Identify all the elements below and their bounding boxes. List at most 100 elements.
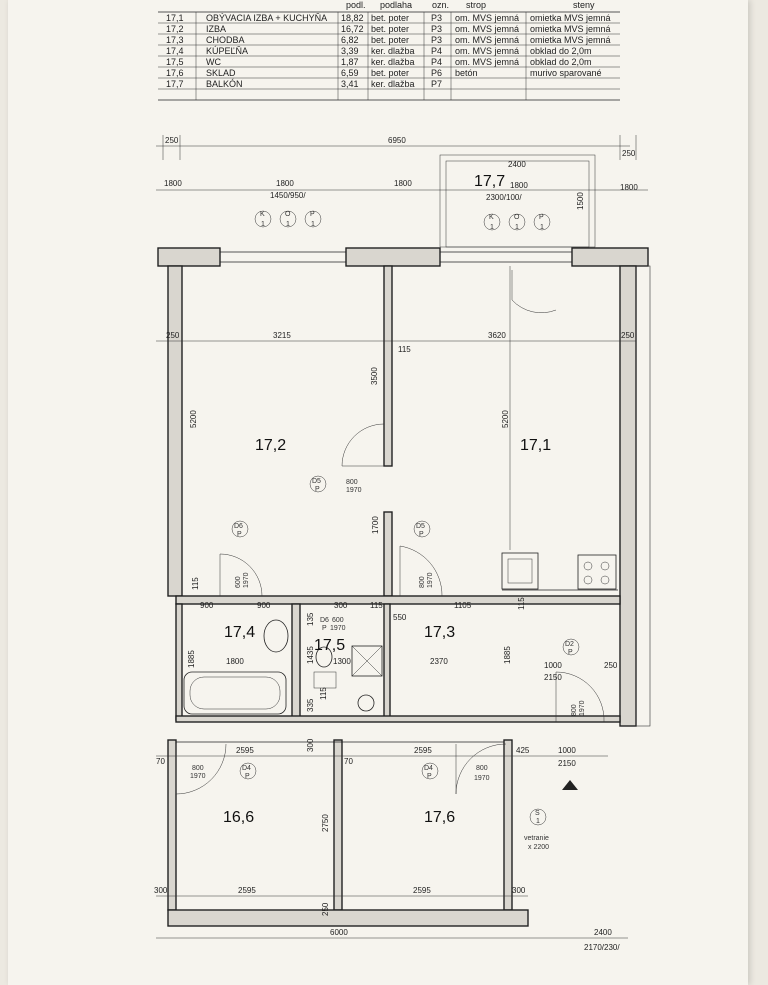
svg-text:P: P bbox=[237, 531, 242, 538]
svg-text:1105: 1105 bbox=[454, 601, 472, 610]
svg-text:550: 550 bbox=[393, 613, 407, 622]
svg-text:5200: 5200 bbox=[189, 410, 198, 428]
svg-text:omietka MVS jemná: omietka MVS jemná bbox=[530, 13, 611, 23]
svg-text:P: P bbox=[427, 773, 432, 780]
svg-text:P: P bbox=[310, 211, 315, 218]
svg-text:17,6: 17,6 bbox=[166, 68, 184, 78]
svg-text:3,39: 3,39 bbox=[341, 46, 359, 56]
svg-text:6,59: 6,59 bbox=[341, 68, 359, 78]
bathroom-fixtures bbox=[183, 619, 383, 715]
svg-text:18,82: 18,82 bbox=[341, 13, 364, 23]
svg-text:1970: 1970 bbox=[427, 572, 434, 588]
svg-text:P: P bbox=[539, 214, 544, 221]
svg-text:1: 1 bbox=[515, 224, 519, 231]
table-row: 17,7 BALKÓN 3,41 ker. dlažba P7 bbox=[166, 79, 442, 89]
ventilation-note: S 1 vetranie x 2200 bbox=[524, 808, 549, 851]
svg-text:IZBA: IZBA bbox=[206, 24, 226, 34]
svg-text:D6: D6 bbox=[234, 523, 243, 530]
svg-text:x 2200: x 2200 bbox=[528, 844, 549, 851]
svg-text:1885: 1885 bbox=[187, 650, 196, 668]
window-tags-right: K O P 1 1 1 bbox=[483, 213, 551, 231]
svg-text:115: 115 bbox=[191, 577, 200, 590]
svg-text:P: P bbox=[419, 531, 424, 538]
svg-text:om. MVS jemná: om. MVS jemná bbox=[455, 57, 519, 67]
room-label-bedroom: 17,2 bbox=[255, 437, 286, 454]
svg-text:2370: 2370 bbox=[430, 657, 448, 666]
svg-text:1970: 1970 bbox=[579, 700, 586, 716]
svg-text:OBÝVACIA IZBA + KUCHYŇA: OBÝVACIA IZBA + KUCHYŇA bbox=[206, 13, 327, 23]
svg-text:3500: 3500 bbox=[370, 367, 379, 385]
svg-text:800: 800 bbox=[419, 576, 426, 588]
svg-text:D4: D4 bbox=[242, 765, 251, 772]
svg-text:vetranie: vetranie bbox=[524, 835, 549, 842]
drawing-sheet: podl. podlaha ozn. strop steny 17,1 OBÝV… bbox=[8, 0, 748, 985]
table-row: 17,4 KÚPEĽŇA 3,39 ker. dlažba P4 om. MVS… bbox=[166, 46, 592, 56]
svg-text:P7: P7 bbox=[431, 79, 442, 89]
svg-text:600: 600 bbox=[235, 576, 242, 588]
table-row: 17,3 CHODBA 6,82 bet. poter P3 om. MVS j… bbox=[166, 35, 611, 45]
room-schedule-table: podl. podlaha ozn. strop steny 17,1 OBÝV… bbox=[158, 0, 620, 101]
facade-edge bbox=[635, 265, 651, 727]
svg-text:17,2: 17,2 bbox=[166, 24, 184, 34]
svg-text:1: 1 bbox=[311, 221, 315, 228]
room-label-wc: 17,5 bbox=[314, 637, 345, 654]
svg-text:800: 800 bbox=[192, 765, 204, 772]
svg-text:BALKÓN: BALKÓN bbox=[206, 79, 243, 89]
svg-text:P6: P6 bbox=[431, 68, 442, 78]
svg-text:ker. dlažba: ker. dlažba bbox=[371, 57, 415, 67]
svg-text:P: P bbox=[245, 773, 250, 780]
svg-text:obklad do 2,0m: obklad do 2,0m bbox=[530, 46, 592, 56]
svg-text:6,82: 6,82 bbox=[341, 35, 359, 45]
svg-text:115: 115 bbox=[398, 345, 411, 354]
svg-text:900: 900 bbox=[257, 601, 271, 610]
svg-text:1970: 1970 bbox=[330, 625, 346, 632]
svg-text:1800: 1800 bbox=[620, 183, 638, 192]
svg-text:1500: 1500 bbox=[576, 192, 585, 210]
svg-text:135: 135 bbox=[306, 612, 315, 626]
svg-text:2150: 2150 bbox=[558, 759, 576, 768]
svg-text:1700: 1700 bbox=[371, 516, 380, 534]
svg-text:O: O bbox=[285, 211, 291, 218]
svg-text:250: 250 bbox=[621, 331, 635, 340]
room-label-living: 17,1 bbox=[520, 437, 551, 454]
svg-text:2595: 2595 bbox=[414, 746, 432, 755]
top-dimensions: 250 6950 250 2400 17,7 1800 2300/100/ 15… bbox=[156, 135, 648, 248]
svg-text:1970: 1970 bbox=[346, 487, 362, 494]
table-row: 17,5 WC 1,87 ker. dlažba P4 om. MVS jemn… bbox=[166, 57, 592, 67]
svg-text:3620: 3620 bbox=[488, 331, 506, 340]
header-code: ozn. bbox=[432, 0, 449, 10]
svg-text:P: P bbox=[568, 649, 573, 656]
svg-text:2300/100/: 2300/100/ bbox=[486, 193, 522, 202]
svg-text:D2: D2 bbox=[565, 641, 574, 648]
svg-text:bet. poter: bet. poter bbox=[371, 68, 409, 78]
svg-text:KÚPEĽŇA: KÚPEĽŇA bbox=[206, 46, 248, 56]
svg-text:1800: 1800 bbox=[394, 179, 412, 188]
svg-text:1435: 1435 bbox=[306, 646, 315, 664]
svg-text:om. MVS jemná: om. MVS jemná bbox=[455, 35, 519, 45]
svg-text:P: P bbox=[322, 625, 327, 632]
svg-text:D5: D5 bbox=[416, 523, 425, 530]
door-labels: D5 P 800 1970 D6 P 600 1970 D5 P 800 197… bbox=[190, 475, 586, 782]
svg-text:P3: P3 bbox=[431, 24, 442, 34]
svg-text:2750: 2750 bbox=[321, 814, 330, 832]
svg-text:250: 250 bbox=[321, 902, 330, 916]
svg-text:900: 900 bbox=[200, 601, 214, 610]
svg-text:17,5: 17,5 bbox=[166, 57, 184, 67]
svg-text:1800: 1800 bbox=[510, 181, 528, 190]
table-row: 17,1 OBÝVACIA IZBA + KUCHYŇA 18,82 bet. … bbox=[166, 13, 611, 23]
svg-text:obklad do 2,0m: obklad do 2,0m bbox=[530, 57, 592, 67]
svg-text:K: K bbox=[260, 211, 265, 218]
table-row: 17,2 IZBA 16,72 bet. poter P3 om. MVS je… bbox=[166, 24, 611, 34]
room-label-bathroom: 17,4 bbox=[224, 624, 255, 641]
svg-text:1: 1 bbox=[490, 224, 494, 231]
svg-text:3,41: 3,41 bbox=[341, 79, 359, 89]
svg-text:D6: D6 bbox=[320, 617, 329, 624]
svg-text:1,87: 1,87 bbox=[341, 57, 359, 67]
svg-text:2595: 2595 bbox=[413, 886, 431, 895]
svg-text:2400: 2400 bbox=[594, 928, 612, 937]
svg-text:om. MVS jemná: om. MVS jemná bbox=[455, 46, 519, 56]
svg-text:1970: 1970 bbox=[243, 572, 250, 588]
svg-text:6950: 6950 bbox=[388, 136, 406, 145]
svg-text:1: 1 bbox=[261, 221, 265, 228]
entrance-arrow-icon bbox=[562, 780, 578, 790]
